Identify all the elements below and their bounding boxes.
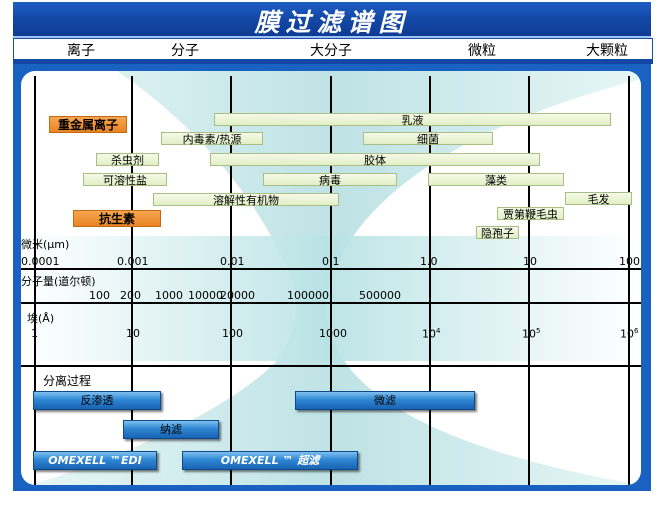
size-bar-algae: 藻类 [428, 173, 564, 187]
size-bar-cryptosporidium: 隐孢子 [476, 226, 519, 240]
category-microparticles: 微粒 [468, 43, 496, 59]
size-bar-soluble-salt: 可溶性盐 [83, 173, 167, 187]
process-edi: OMEXELL ™EDI [33, 451, 157, 470]
micron-scale-label: 微米(μm) [21, 238, 70, 251]
angstrom-tick-power: 104 [422, 327, 441, 341]
mw-tick: 10000 [188, 289, 223, 302]
page-title: 膜过滤谱图 [254, 8, 410, 37]
micron-tick: 1.0 [420, 255, 438, 268]
diagram-area: 乳液 内毒素/热源 细菌 杀虫剂 胶体 可溶性盐 病毒 藻类 毛发 溶解性有机物… [21, 71, 641, 485]
size-bar-dissolved-organics: 溶解性有机物 [153, 193, 339, 207]
angstrom-tick: 10 [126, 327, 140, 340]
angstrom-tick-power: 106 [620, 327, 639, 341]
process-microfiltration: 微滤 [295, 391, 475, 410]
angstrom-tick: 1000 [319, 327, 347, 340]
label-antibiotics: 抗生素 [73, 210, 161, 227]
category-macromolecules: 大分子 [310, 43, 352, 59]
process-reverse-osmosis: 反渗透 [33, 391, 161, 410]
mw-tick: 100000 [287, 289, 329, 302]
size-bar-pesticide: 杀虫剂 [96, 153, 159, 167]
angstrom-tick: 1 [31, 327, 38, 340]
micron-tick: 0.0001 [21, 255, 60, 268]
micron-tick: 0.001 [117, 255, 149, 268]
title-bar: 膜过滤谱图 [13, 2, 651, 38]
scale-separators [21, 268, 641, 367]
size-bar-bacteria: 细菌 [363, 132, 493, 146]
size-bar-virus: 病毒 [263, 173, 397, 187]
mw-tick: 100 [89, 289, 110, 302]
size-bar-endotoxin: 内毒素/热源 [161, 132, 263, 146]
micron-tick: 100 [619, 255, 640, 268]
micron-tick: 0.1 [322, 255, 340, 268]
angstrom-tick: 100 [222, 327, 243, 340]
category-molecules: 分子 [171, 43, 199, 59]
decade-lines [34, 76, 630, 485]
size-bar-colloid: 胶体 [210, 153, 540, 167]
category-ions: 离子 [67, 43, 95, 59]
angstrom-tick-power: 105 [522, 327, 541, 341]
mw-tick: 1000 [155, 289, 183, 302]
angstrom-scale-label: 埃(Å) [27, 312, 55, 325]
mw-tick: 20000 [220, 289, 255, 302]
category-header: 离子 分子 大分子 微粒 大颗粒 [13, 38, 653, 64]
size-bar-hair: 毛发 [565, 192, 632, 206]
category-large-particles: 大颗粒 [586, 43, 628, 59]
diagram-panel: 乳液 内毒素/热源 细菌 杀虫剂 胶体 可溶性盐 病毒 藻类 毛发 溶解性有机物… [13, 64, 651, 491]
process-nanofiltration: 纳滤 [123, 420, 219, 439]
micron-tick: 10 [523, 255, 537, 268]
label-heavy-metal-ions: 重金属离子 [49, 116, 127, 133]
mw-scale-label: 分子量(道尔顿) [21, 275, 96, 288]
process-section-label: 分离过程 [43, 374, 92, 388]
micron-tick: 0.01 [220, 255, 245, 268]
mw-tick: 500000 [359, 289, 401, 302]
size-bar-flagellate: 贾第鞭毛虫 [497, 207, 564, 221]
spectrum-graphics [21, 71, 641, 485]
size-bar-emulsion: 乳液 [214, 113, 611, 127]
process-ultrafiltration: OMEXELL ™ 超滤 [182, 451, 358, 470]
mw-tick: 200 [120, 289, 141, 302]
